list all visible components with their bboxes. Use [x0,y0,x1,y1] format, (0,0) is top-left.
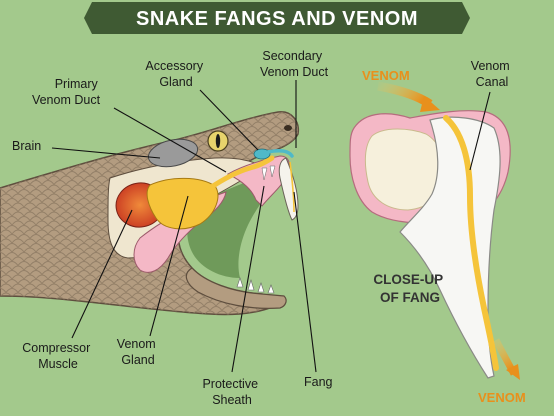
label-venom-in: VENOM [362,68,410,83]
label-venom-gland: Venom Gland [117,337,159,367]
leader-venom-gland [149,195,189,337]
leader-primary-duct [113,107,227,173]
leader-lines [51,80,491,373]
label-venom-canal: Venom Canal [471,59,513,89]
label-primary-venom-duct: Primary Venom Duct [32,77,101,107]
diagram-title: SNAKE FANGS AND VENOM [136,8,418,30]
lower-teeth [236,277,275,294]
leader-brain [51,147,161,159]
secondary-duct-shape [266,149,294,158]
label-close-up-of-fang: CLOSE-UP OF FANG [373,272,446,305]
leader-venom-canal [469,91,491,171]
leader-compressor-muscle [71,209,133,339]
closeup-venom-canal [443,115,499,371]
upper-teeth [261,165,276,181]
leader-protective-sheath [231,185,265,373]
label-fang: Fang [304,375,333,389]
lower-jaw [185,267,287,309]
leader-accessory-gland [199,89,259,151]
leader-fang [293,191,317,373]
label-brain: Brain [12,139,41,153]
nostril [284,125,292,131]
label-compressor-muscle: Compressor Muscle [22,341,94,371]
labels: Secondary Venom Duct Accessory Gland Pri… [12,49,526,407]
fang-closeup [349,81,520,380]
closeup-fang-body [399,116,501,379]
label-venom-out: VENOM [478,390,526,405]
label-secondary-venom-duct: Secondary Venom Duct [260,49,329,79]
title-bar: SNAKE FANGS AND VENOM [84,2,470,34]
snake-head [0,111,300,316]
accessory-gland-shape [253,148,271,160]
fang-canal-shape [289,161,295,213]
label-protective-sheath: Protective Sheath [202,377,261,407]
label-accessory-gland: Accessory Gland [145,59,206,89]
primary-duct-shape [207,155,275,191]
venom-gland-shape [146,177,219,230]
